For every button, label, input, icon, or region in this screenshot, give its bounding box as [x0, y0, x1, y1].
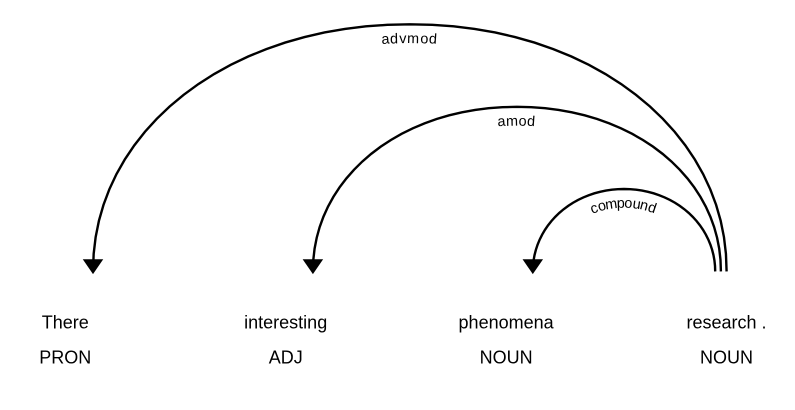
svg-text:advmod: advmod: [381, 31, 439, 48]
svg-text:compound: compound: [588, 195, 659, 217]
svg-text:amod: amod: [497, 114, 537, 131]
svg-text:research .NOUN: research .NOUN: [686, 312, 766, 367]
